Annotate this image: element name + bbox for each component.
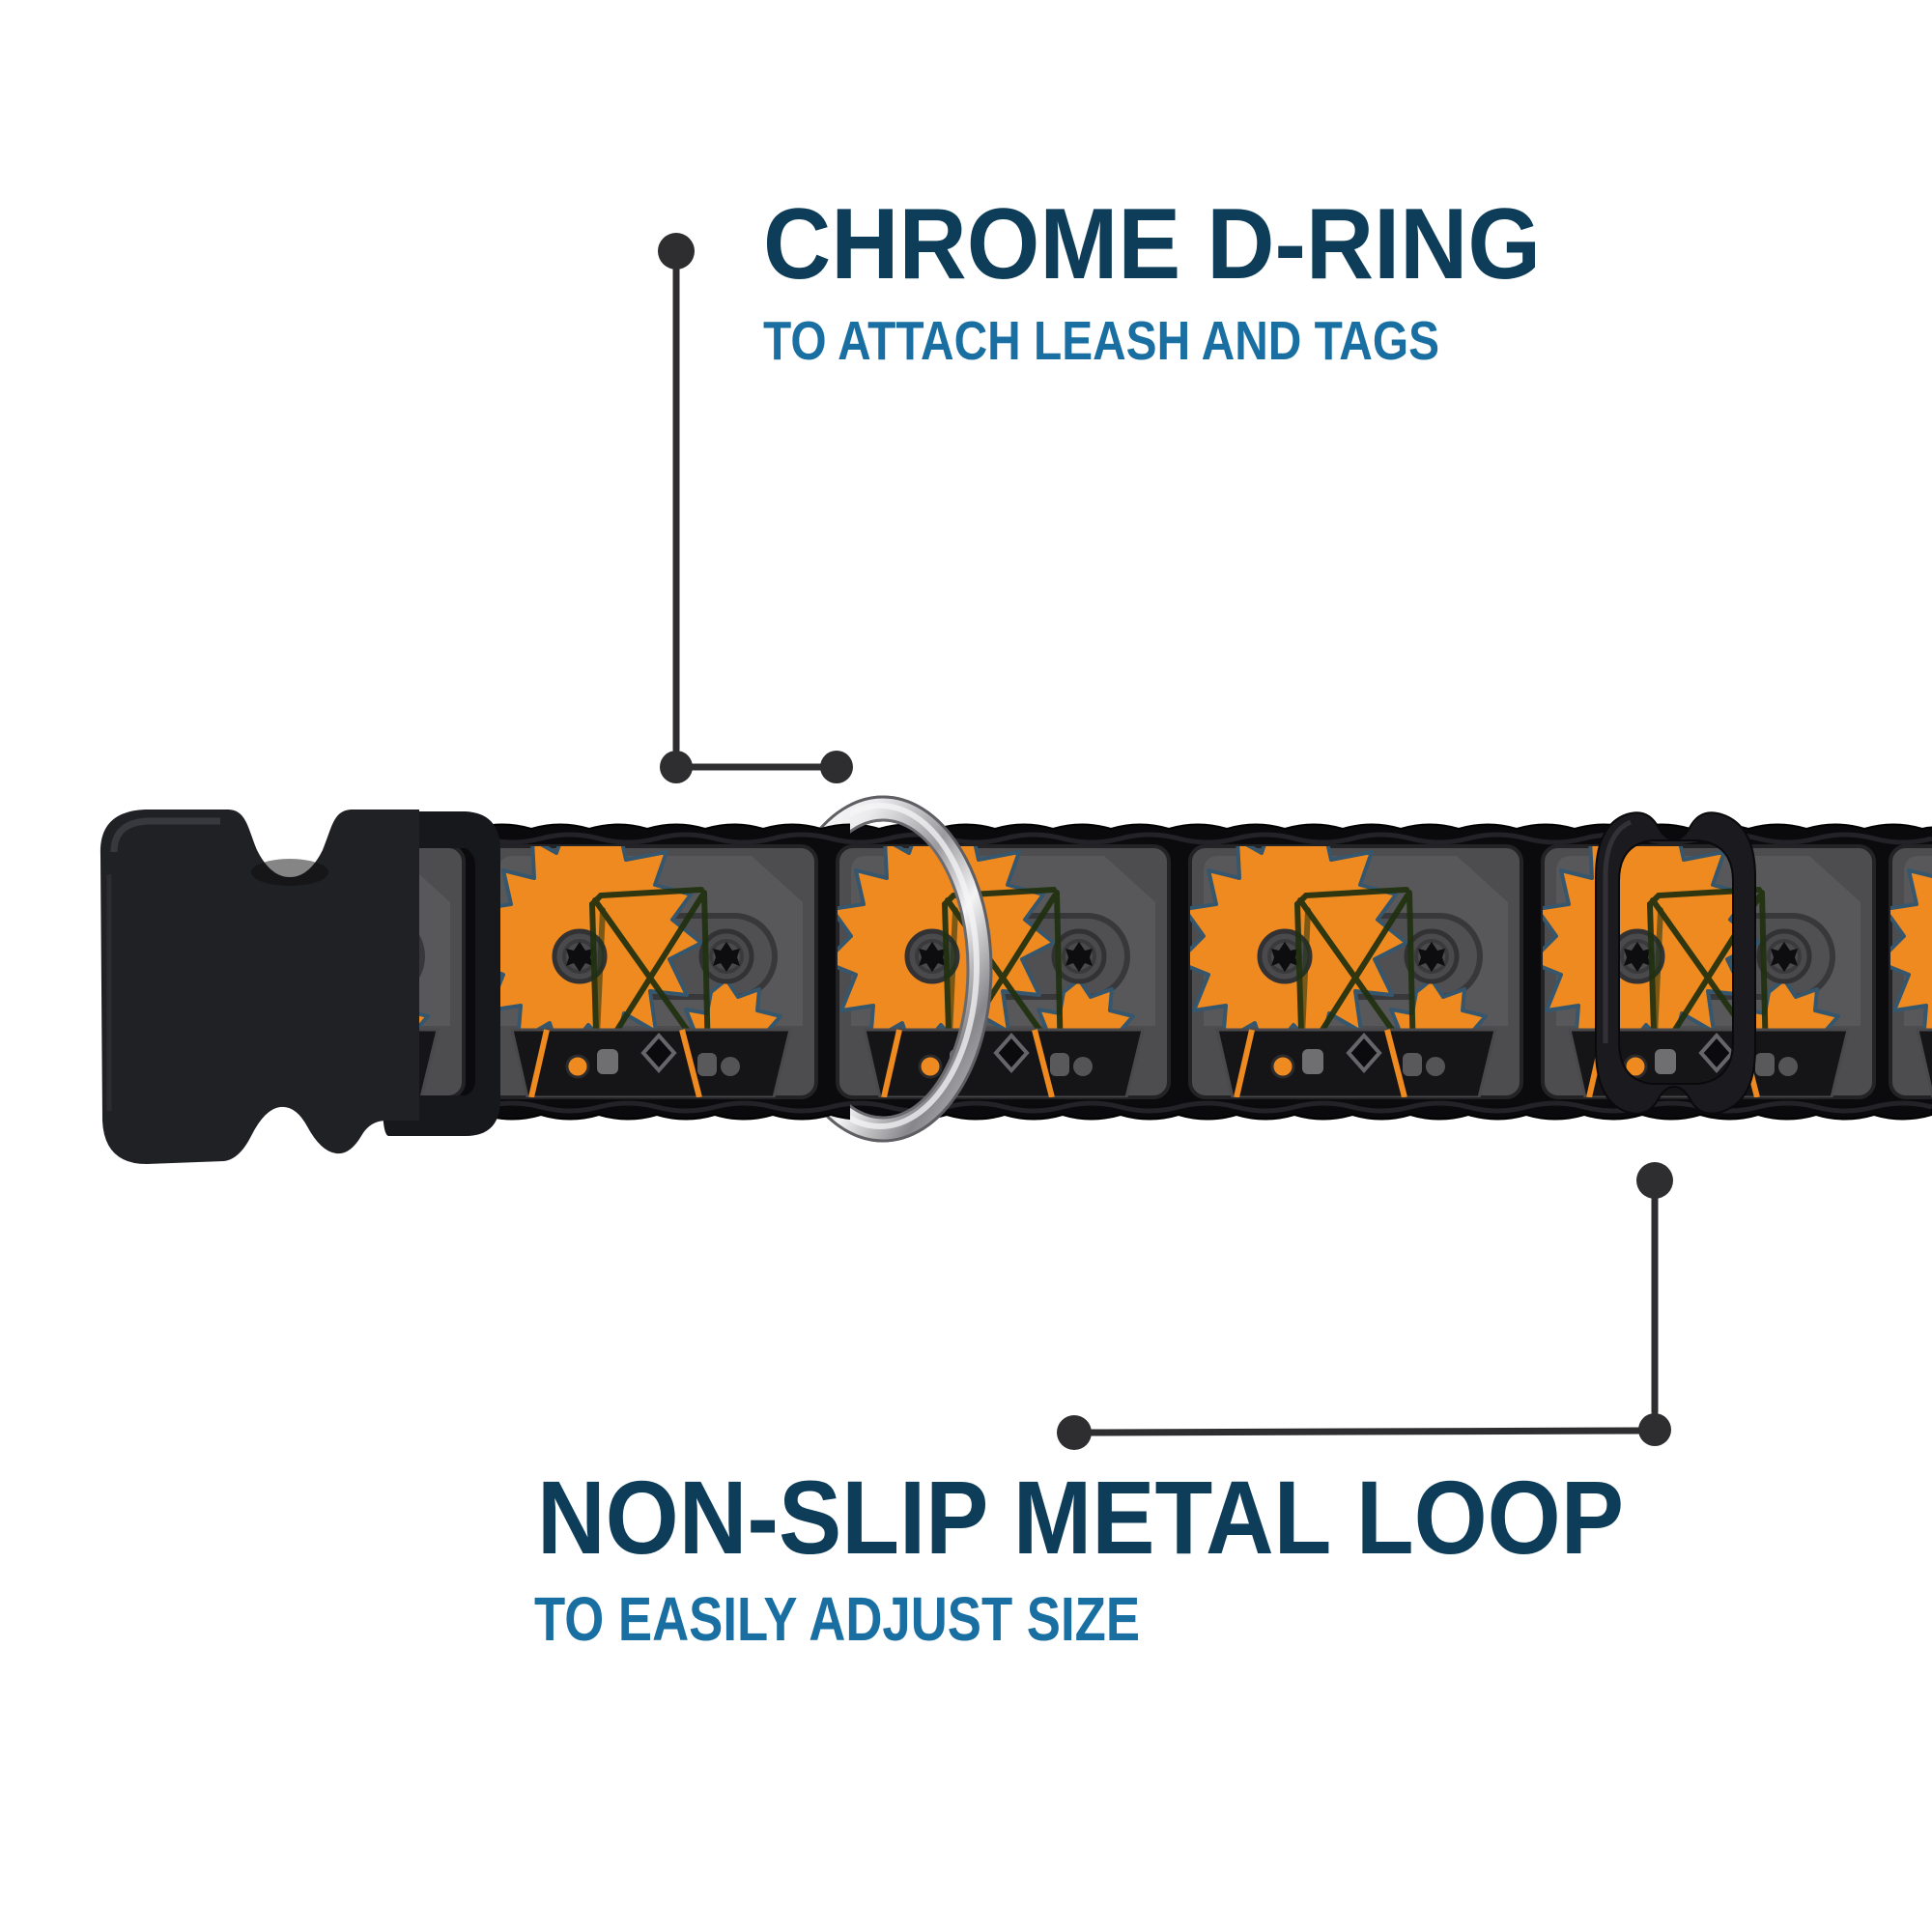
- metal-loop-icon: [1595, 811, 1756, 1115]
- d-ring-front-icon: [850, 795, 993, 1143]
- braid-texture-top: [424, 832, 1932, 845]
- callout-d-ring-text: CHROME D-RING TO ATTACH LEASH AND TAGS: [763, 188, 1541, 372]
- callout-title-d-ring: CHROME D-RING: [763, 188, 1541, 300]
- side-release-buckle: [99, 810, 500, 1164]
- callout-title-metal-loop: NON-SLIP METAL LOOP: [537, 1459, 1624, 1576]
- braid-texture-bottom: [424, 1100, 1932, 1114]
- callout-connector-d-ring: [658, 233, 853, 783]
- callout-subtitle-d-ring: TO ATTACH LEASH AND TAGS: [763, 310, 1439, 372]
- callout-subtitle-metal-loop: TO EASILY ADJUST SIZE: [534, 1584, 1140, 1654]
- callout-connector-metal-loop: [1057, 1162, 1673, 1450]
- buckle-highlight: [110, 817, 220, 853]
- buckle-notch-shadow: [251, 859, 328, 886]
- metal-loop-highlight: [1603, 819, 1633, 1043]
- cassette-pattern: [415, 840, 1932, 1105]
- callout-metal-loop-text: NON-SLIP METAL LOOP TO EASILY ADJUST SIZ…: [534, 1459, 1624, 1654]
